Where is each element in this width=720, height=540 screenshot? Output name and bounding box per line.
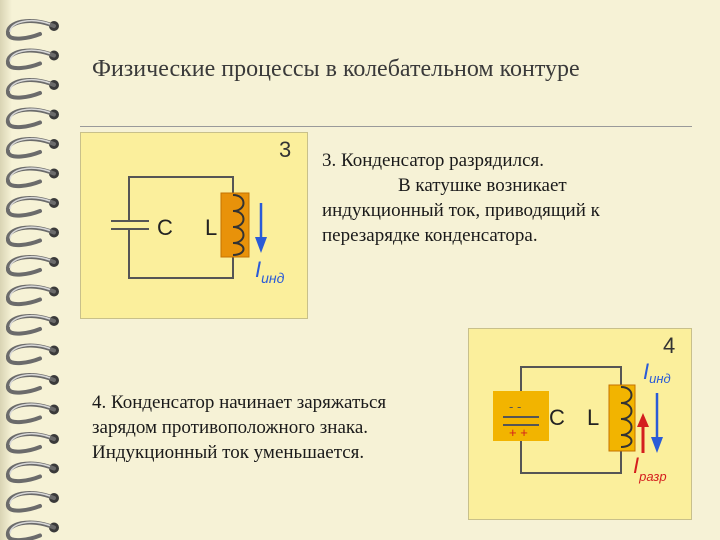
binding-ring-highlight (9, 226, 51, 239)
binding-ring-highlight (9, 79, 51, 92)
current-4-ind-arrow-head (651, 437, 663, 453)
binding-ring-highlight (9, 492, 51, 505)
title-divider (80, 126, 692, 127)
binding-ring-highlight (9, 521, 51, 534)
step-3-line-3: индукционный ток, приводящий к (322, 200, 600, 221)
binding-ring-highlight (9, 20, 51, 33)
capacitor-3-label: C (157, 215, 173, 240)
coil-4-windings (620, 386, 633, 448)
binding-ring-highlight (9, 167, 51, 180)
current-4-ind-symbol: I (643, 359, 650, 384)
step-3-description: 3. Конденсатор разрядился. В катушке воз… (322, 148, 600, 248)
circuit-4-drawing (493, 366, 663, 474)
current-4-raz-arrow-head (637, 413, 649, 427)
step-3-line-4: перезарядке конденсатора. (322, 225, 538, 246)
circuit-3-drawing (111, 176, 267, 279)
binding-ring-highlight (9, 315, 51, 328)
coil-4-label: L (587, 405, 600, 430)
current-3-subscript: инд (261, 270, 285, 286)
step-4-line-1: 4. Конденсатор начинает заряжаться (92, 392, 387, 413)
binding-ring-highlight (9, 374, 51, 387)
circuit-3-wire (128, 176, 234, 221)
diagram-4-number: 4 (663, 333, 676, 358)
current-3-arrow-head (255, 237, 267, 253)
binding-ring-highlight (9, 256, 51, 269)
binding-ring-highlight (9, 285, 51, 298)
coil-3-box (220, 192, 250, 258)
step-4-line-2: зарядом противоположного знака. (92, 417, 369, 438)
current-4-raz-symbol: I (633, 453, 640, 478)
capacitor-4-label: C (549, 405, 565, 430)
binding-ring-highlight (9, 138, 51, 151)
circuit-diagram-4: 4 - - + + C L Iинд Iразр (468, 328, 692, 520)
binding-ring-highlight (9, 462, 51, 475)
current-4-raz-subscript: разр (639, 469, 667, 484)
current-4-ind-label: Iинд (643, 359, 671, 386)
binding-ring-highlight (9, 49, 51, 62)
binding-ring-highlight (9, 197, 51, 210)
step-4-line-3: Индукционный ток уменьшается. (92, 442, 365, 463)
binding-ring-highlight (9, 403, 51, 416)
binding-ring-highlight (9, 108, 51, 121)
step-3-line-1: 3. Конденсатор разрядился. (322, 150, 544, 171)
current-3-symbol: I (255, 257, 262, 282)
current-4-raz-label: Iразр (633, 453, 667, 484)
coil-3-windings (232, 194, 245, 256)
circuit-diagram-3: 3 C L Iинд (80, 132, 308, 319)
capacitor-4-bottom-charge: + + (509, 425, 528, 440)
step-4-description: 4. Конденсатор начинает заряжаться заряд… (92, 390, 386, 465)
current-4-ind-subscript: инд (649, 371, 671, 386)
binding-ring-highlight (9, 433, 51, 446)
coil-3-label: L (205, 215, 218, 240)
capacitor-4-top-charge: - - (509, 399, 522, 414)
slide-title: Физические процессы в колебательном конт… (92, 56, 580, 82)
step-3-line-2: В катушке возникает (398, 175, 567, 196)
current-3-label: Iинд (255, 257, 285, 286)
spiral-binding (6, 18, 59, 540)
circuit-4-wire-bottom (520, 435, 622, 474)
binding-ring-highlight (9, 344, 51, 357)
circuit-3-wire-bottom (128, 229, 234, 279)
diagram-3-number: 3 (279, 137, 292, 162)
circuit-4-wire (520, 366, 622, 409)
